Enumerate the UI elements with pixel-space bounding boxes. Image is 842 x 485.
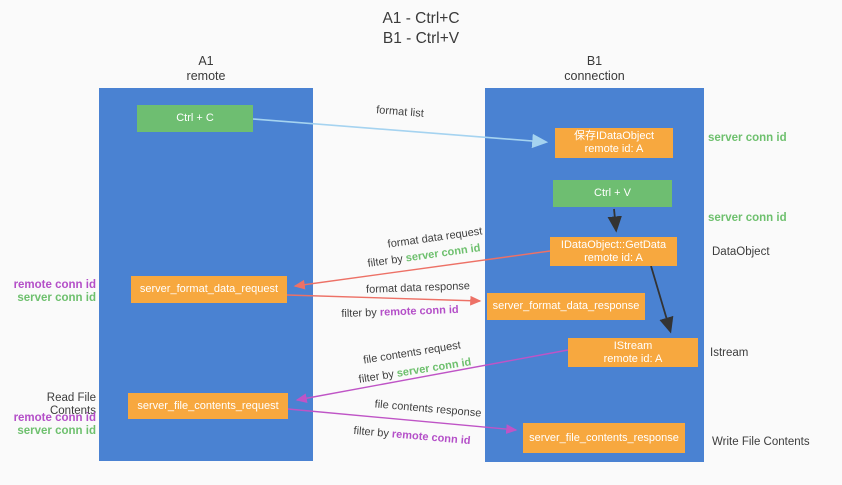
node-file-response-label: server_file_contents_response [529, 431, 679, 444]
format-data-request-filter-label: filter by server conn id [367, 242, 481, 270]
filter-by-text: filter by [357, 368, 395, 386]
format-data-response-filter-label: filter by remote conn id [341, 304, 459, 320]
title-line-2: B1 - Ctrl+V [382, 30, 460, 47]
node-getdata-line1: IDataObject::GetData [560, 238, 667, 251]
server-conn-id-label-top: server conn id [708, 132, 787, 144]
remote-conn-id-text: remote conn id [391, 428, 471, 448]
node-idataobject-getdata: IDataObject::GetData remote id: A [550, 237, 677, 266]
istream-label: Istream [710, 347, 749, 359]
remote-conn-id-text: remote conn id [379, 303, 459, 319]
column-header-b1: B1 connection [485, 54, 704, 84]
node-server-file-contents-request: server_file_contents_request [128, 393, 288, 419]
node-format-request-label: server_format_data_request [139, 283, 279, 295]
column-header-a1: A1 remote [99, 54, 313, 84]
server-conn-id-label: server conn id [17, 292, 96, 304]
server-conn-id-label-mid: server conn id [708, 212, 787, 224]
filter-by-text: filter by [353, 424, 390, 440]
dataobject-label: DataObject [712, 246, 770, 258]
node-format-response-label: server_format_data_response [492, 300, 640, 312]
file-contents-response-label: file contents response [374, 398, 482, 420]
node-save-idataobject: 保存IDataObject remote id: A [555, 128, 673, 158]
remote-conn-id-label: remote conn id [13, 412, 96, 424]
read-file-contents-label: Read File Contents [46, 392, 96, 417]
file-contents-response-filter-label: filter by remote conn id [353, 425, 471, 447]
column-b1-subtitle: connection [564, 69, 625, 83]
diagram-title: A1 - Ctrl+C B1 - Ctrl+V [0, 9, 842, 49]
node-ctrl-c: Ctrl + C [137, 105, 253, 132]
node-file-request-label: server_file_contents_request [137, 399, 279, 412]
server-conn-id-label: server conn id [17, 425, 96, 437]
node-ctrl-v: Ctrl + V [553, 180, 672, 207]
filter-by-text: filter by [366, 253, 404, 270]
write-file-contents-label: Write File Contents [712, 436, 810, 448]
column-a1-name: A1 [198, 54, 214, 68]
node-istream: IStream remote id: A [568, 338, 698, 367]
left-annotation-format-ids: remote conn id server conn id [0, 279, 96, 305]
filter-by-text: filter by [341, 306, 378, 321]
node-save-idataobject-line1: 保存IDataObject [573, 130, 655, 142]
format-data-response-arrow [286, 294, 482, 306]
node-save-idataobject-line2: remote id: A [584, 143, 644, 155]
left-annotation-file-ids: remote conn id server conn id [0, 412, 96, 438]
column-b1-name: B1 [586, 54, 603, 68]
node-server-format-data-response: server_format_data_response [487, 293, 645, 320]
node-ctrl-c-label: Ctrl + C [176, 112, 214, 124]
column-a1-subtitle: remote [186, 69, 226, 83]
node-istream-line2: remote id: A [603, 352, 663, 365]
remote-conn-id-label: remote conn id [13, 279, 96, 291]
format-data-response-label: format data response [365, 280, 471, 296]
node-server-format-data-request: server_format_data_request [131, 276, 287, 303]
format-list-label: format list [375, 104, 425, 120]
node-getdata-line2: remote id: A [584, 251, 643, 264]
node-server-file-contents-response: server_file_contents_response [523, 423, 685, 453]
node-istream-line1: IStream [613, 339, 653, 352]
node-ctrl-v-label: Ctrl + V [594, 187, 631, 199]
title-line-1: A1 - Ctrl+C [382, 10, 460, 27]
